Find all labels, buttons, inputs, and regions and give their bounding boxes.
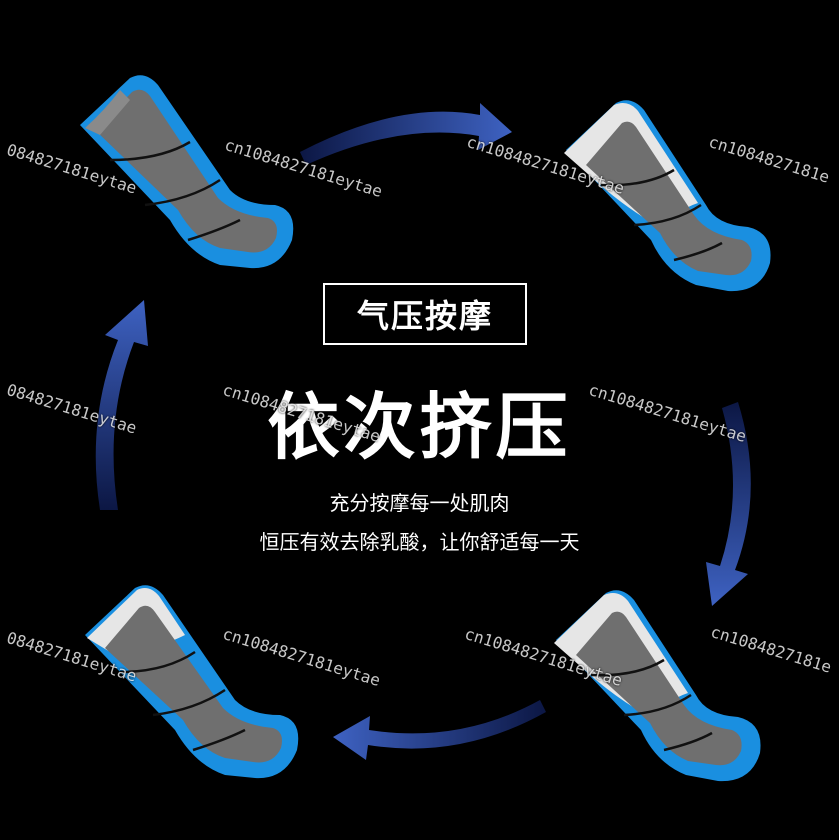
leg-sleeve-icon [554, 590, 761, 782]
subtitle-line-2: 恒压有效去除乳酸，让你舒适每一天 [259, 530, 580, 554]
cycle-arrow-icon [300, 103, 512, 165]
leg-sleeve-icon [85, 585, 299, 779]
leg-sleeve-icon [80, 75, 294, 269]
headline: 依次挤压 [267, 385, 572, 469]
badge: 气压按摩 [323, 283, 527, 345]
leg-sleeve-icon [564, 100, 771, 292]
subtitle-line-1: 充分按摩每一处肌肉 [329, 491, 510, 515]
cycle-arrow-icon [333, 700, 546, 760]
cycle-arrow-icon [706, 402, 751, 606]
cycle-arrow-icon [95, 300, 148, 510]
